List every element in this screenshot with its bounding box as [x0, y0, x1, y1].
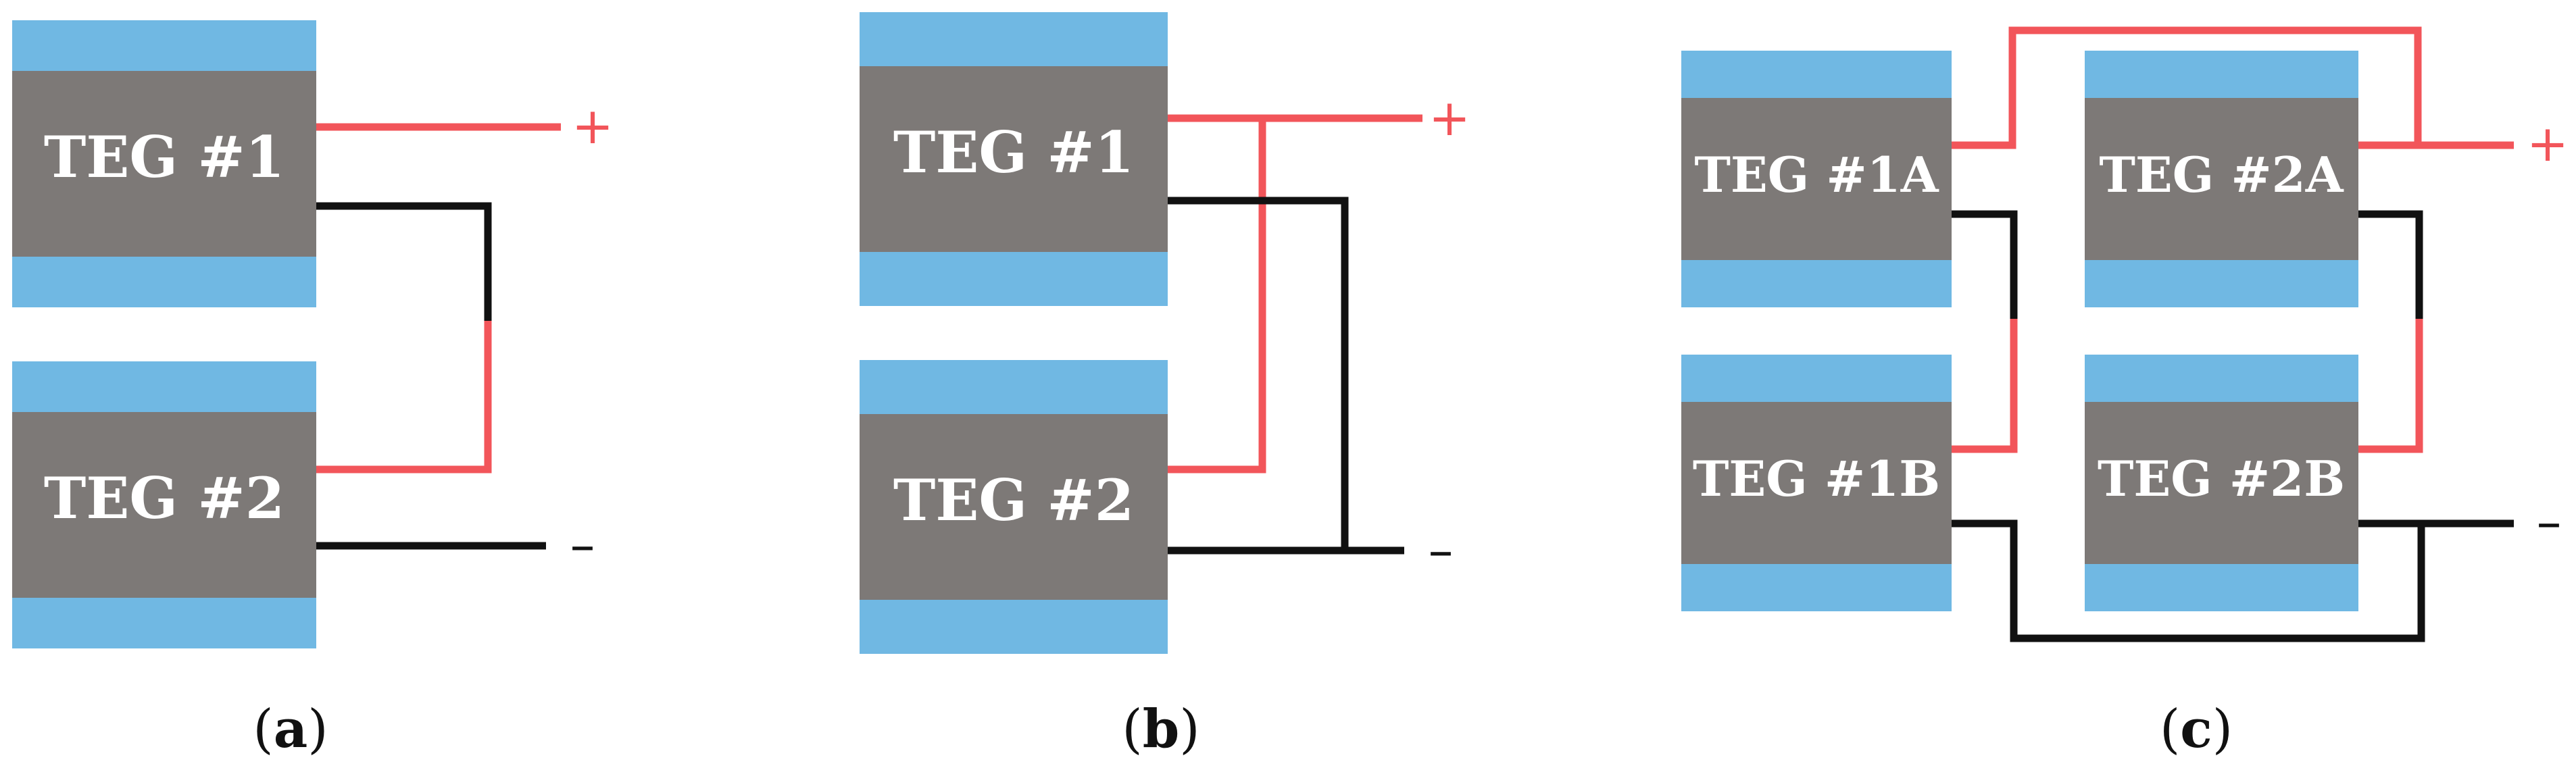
hot-side-plate: [1681, 355, 1952, 402]
panel-c-link-1a-black: [1952, 210, 2018, 319]
positive-terminal-label: +: [572, 97, 614, 155]
teg-label: TEG #2: [893, 467, 1134, 534]
hot-side-plate: [1681, 51, 1952, 98]
positive-terminal-label: +: [2527, 115, 2569, 173]
teg-body: [1681, 402, 1952, 564]
panel-a-series-link-black: [316, 202, 492, 321]
hot-side-plate: [860, 12, 1168, 66]
panel-c-caption: (c): [2160, 698, 2233, 760]
panel-a-caption: (a): [253, 698, 328, 760]
panel-b-caption: (b): [1122, 698, 1199, 760]
hot-side-plate: [860, 360, 1168, 414]
teg-label: TEG #1B: [1693, 450, 1940, 507]
teg-label: TEG #2: [44, 465, 284, 532]
teg-module: TEG #1B: [1681, 355, 1952, 611]
panel-a-series: TEG #1 TEG #2 + – (a): [12, 20, 614, 760]
teg-module: TEG #1: [12, 20, 316, 307]
teg-body: [860, 414, 1168, 600]
negative-terminal-label: –: [1429, 521, 1454, 580]
panel-b-positive-drop: [1168, 118, 1266, 473]
teg-label: TEG #2B: [2098, 450, 2345, 507]
panel-b-parallel: TEG #1 TEG #2 + – (b): [860, 12, 1470, 760]
teg-body: [2085, 98, 2358, 260]
hot-side-plate: [2085, 355, 2358, 402]
teg-label: TEG #1A: [1694, 146, 1939, 203]
teg-label: TEG #1: [44, 124, 284, 190]
teg-body: [12, 71, 316, 257]
teg-module: TEG #2: [860, 360, 1168, 654]
cold-side-plate: [1681, 260, 1952, 307]
panel-b-wires: [1168, 114, 1422, 555]
teg-label: TEG #2A: [2099, 146, 2344, 203]
teg-module: TEG #2: [12, 361, 316, 648]
hot-side-plate: [12, 361, 316, 412]
panel-c-wires: [1952, 26, 2514, 642]
cold-side-plate: [2085, 260, 2358, 307]
negative-terminal-label: –: [570, 516, 595, 574]
teg-body: [860, 66, 1168, 252]
panel-a-series-link-red: [316, 321, 492, 473]
panel-c-positive-top-loop: [1952, 26, 2422, 149]
teg-module: TEG #1A: [1681, 51, 1952, 307]
panel-c-link-1b-red: [1952, 319, 2018, 453]
teg-label: TEG #1: [893, 119, 1134, 186]
teg-module: TEG #2B: [2085, 355, 2358, 611]
negative-terminal-label: –: [2537, 493, 2562, 551]
positive-terminal-label: +: [1429, 89, 1470, 147]
cold-side-plate: [12, 598, 316, 648]
teg-module: TEG #2A: [2085, 51, 2358, 307]
cold-side-plate: [860, 252, 1168, 306]
cold-side-plate: [12, 257, 316, 307]
panel-b-negative-drop: [1168, 197, 1349, 551]
teg-body: [1681, 98, 1952, 260]
panel-c-link-2b-red: [2358, 319, 2423, 453]
panel-a-wires: [316, 123, 561, 550]
teg-body: [12, 412, 316, 598]
cold-side-plate: [1681, 564, 1952, 611]
panel-c-series-parallel: TEG #1A TEG #2A TEG #1B TEG #2B + – (c): [1681, 26, 2569, 760]
hot-side-plate: [2085, 51, 2358, 98]
panel-c-link-2a-black: [2358, 210, 2423, 319]
cold-side-plate: [860, 600, 1168, 654]
hot-side-plate: [12, 20, 316, 71]
teg-body: [2085, 402, 2358, 564]
panel-c-negative-bottom-loop: [1952, 519, 2425, 642]
cold-side-plate: [2085, 564, 2358, 611]
teg-module: TEG #1: [860, 12, 1168, 306]
